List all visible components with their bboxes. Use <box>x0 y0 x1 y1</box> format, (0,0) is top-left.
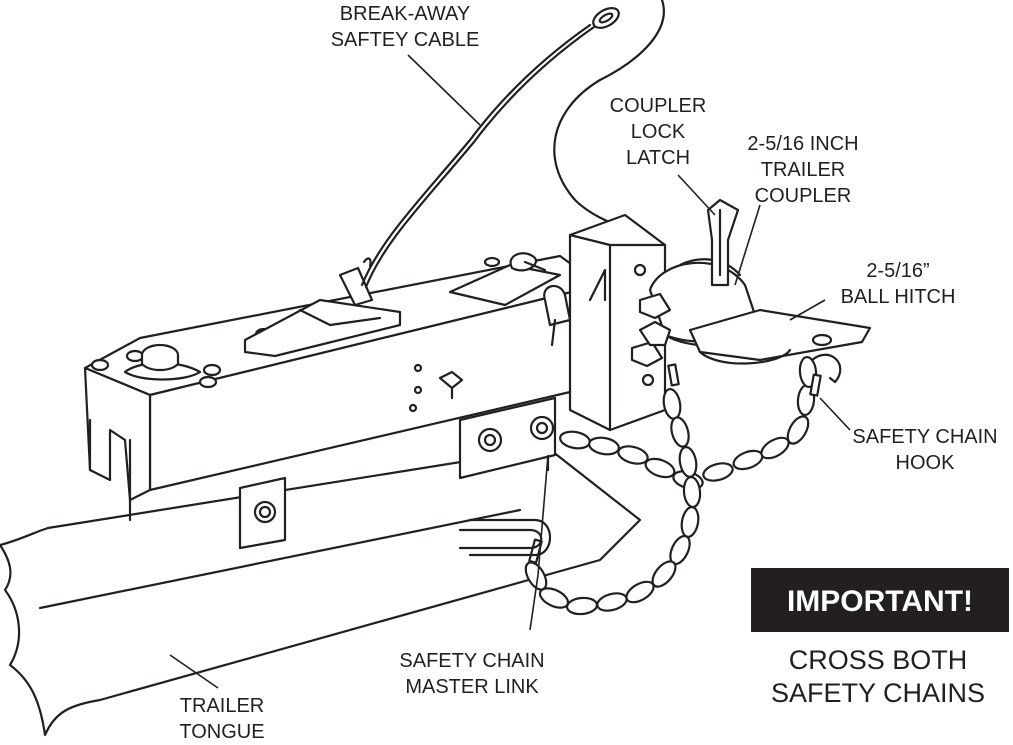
breakaway-bracket <box>243 266 402 358</box>
ball-hitch-line-2: BALL HITCH <box>841 286 956 308</box>
leader-lines <box>169 54 851 689</box>
side-plates <box>238 396 557 550</box>
safety-chain-right <box>458 363 702 616</box>
chain-hook-line-1: SAFETY CHAIN <box>852 426 997 448</box>
label-coupler-lock-latch: COUPLER LOCK LATCH <box>610 95 707 169</box>
coupler-mount <box>543 213 667 432</box>
important-notice: IMPORTANT! CROSS BOTH SAFETY CHAINS <box>751 568 1009 708</box>
trailer-coupler-line-3: COUPLER <box>755 185 852 207</box>
trailer-coupler-line-1: 2-5/16 INCH <box>747 133 858 155</box>
label-trailer-coupler: 2-5/16 INCH TRAILER COUPLER <box>747 133 858 207</box>
label-safety-chain-master-link: SAFETY CHAIN MASTER LINK <box>399 650 544 698</box>
ball-hitch-line-1: 2-5/16” <box>866 260 929 282</box>
tongue-line-2: TONGUE <box>179 721 264 743</box>
tongue-line-1: TRAILER <box>180 695 264 717</box>
ball-hitch <box>630 292 872 368</box>
important-badge <box>751 568 1009 632</box>
label-safety-chain-hook: SAFETY CHAIN HOOK <box>852 426 997 474</box>
breakaway-line-2: SAFTEY CABLE <box>331 29 480 51</box>
safety-chain-left <box>559 353 842 490</box>
coupler-lock-line-2: LOCK <box>631 121 686 143</box>
important-badge-text: IMPORTANT! <box>787 585 973 618</box>
label-ball-hitch: 2-5/16” BALL HITCH <box>841 260 956 308</box>
label-trailer-tongue: TRAILER TONGUE <box>179 695 264 743</box>
swivel-plate <box>448 252 562 307</box>
chain-hook-line-2: HOOK <box>896 452 956 474</box>
coupler-lock-line-1: COUPLER <box>610 95 707 117</box>
breakaway-line-1: BREAK-AWAY <box>340 3 470 25</box>
notice-line-1: CROSS BOTH <box>789 645 968 675</box>
notice-line-2: SAFETY CHAINS <box>771 678 985 708</box>
trailer-coupler-line-2: TRAILER <box>761 159 845 181</box>
master-link-line-1: SAFETY CHAIN <box>399 650 544 672</box>
master-link-line-2: MASTER LINK <box>405 676 539 698</box>
coupler-lock-line-3: LATCH <box>626 147 690 169</box>
label-breakaway-cable: BREAK-AWAY SAFTEY CABLE <box>331 3 480 51</box>
